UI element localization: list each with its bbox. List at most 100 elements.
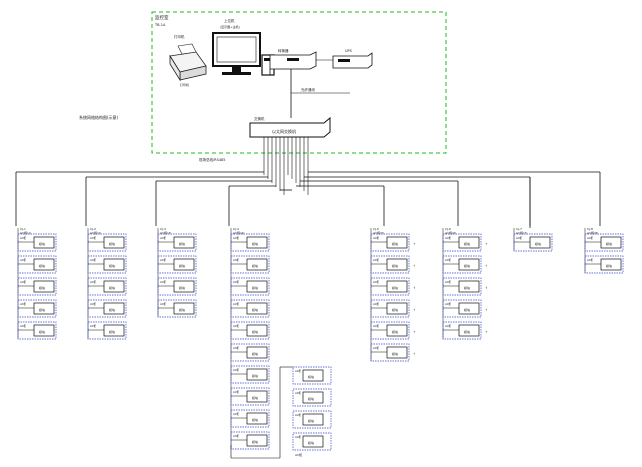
field-module	[513, 233, 553, 252]
switch-icon: 交换机 以太网交换机	[249, 116, 331, 138]
module-box	[33, 258, 55, 271]
column-head-b: AC柜(3)	[160, 230, 171, 235]
row-label: AC柜	[373, 280, 380, 284]
module-label: 模块	[252, 351, 258, 356]
module-label: 模块	[39, 285, 45, 290]
row-tag: ↑	[413, 308, 416, 312]
column-head-a: CJ-2	[90, 227, 96, 231]
field-module	[370, 321, 410, 340]
module-label: 模块	[252, 329, 258, 334]
row-label: AC柜	[445, 236, 452, 240]
module-box	[302, 435, 324, 448]
module-label: 模块	[109, 263, 115, 268]
field-module	[230, 365, 270, 384]
row-label: AC柜	[20, 324, 27, 328]
module-box	[458, 236, 480, 249]
module-label: 模块	[179, 307, 185, 312]
module-box	[246, 346, 268, 359]
module-box	[458, 258, 480, 271]
field-module	[442, 233, 482, 252]
column-head-b: AC柜(4)	[233, 230, 244, 235]
field-module	[17, 255, 57, 274]
module-box	[33, 236, 55, 249]
row-label: AC柜	[233, 280, 240, 284]
field-module	[230, 277, 270, 296]
module-label: 模块	[39, 329, 45, 334]
row-tag: ↑	[413, 264, 416, 268]
field-module	[230, 387, 270, 406]
column-head-a: CJ-1	[20, 227, 26, 231]
switch-main-label: 以太网交换机	[272, 128, 296, 134]
row-tag: ↑	[485, 242, 488, 246]
control-room-label: 监控室	[155, 14, 169, 21]
field-module	[292, 366, 332, 385]
module-label: 模块	[308, 374, 314, 379]
row-label: AC柜	[373, 346, 380, 350]
module-label: 模块	[464, 241, 470, 246]
module-label: 模块	[252, 395, 258, 400]
module-label: 模块	[464, 263, 470, 268]
column-head-a: CJ-6	[445, 227, 451, 231]
module-box	[386, 346, 408, 359]
field-module	[292, 410, 332, 429]
field-module	[230, 343, 270, 362]
row-tag: ↑	[413, 352, 416, 356]
field-network: CJ-1AC柜(1)AC柜模块AC柜模块AC柜模块AC柜模块AC柜模块CJ-2A…	[15, 137, 624, 459]
module-box	[103, 258, 125, 271]
module-box	[386, 280, 408, 293]
field-module	[442, 277, 482, 296]
row-label: AC柜	[373, 258, 380, 262]
control-room-frame	[151, 11, 447, 154]
row-label: AC柜	[233, 346, 240, 350]
module-label: 模块	[109, 307, 115, 312]
row-label: AC柜	[90, 236, 97, 240]
field-module	[442, 321, 482, 340]
module-box	[386, 236, 408, 249]
monitor-sub: (显示器+主机)	[220, 24, 240, 29]
row-label: AC柜	[20, 302, 27, 306]
module-box	[386, 302, 408, 315]
module-box	[458, 324, 480, 337]
module-label: 模块	[179, 263, 185, 268]
module-box	[386, 324, 408, 337]
column-head-b: AC柜(8)	[587, 230, 598, 235]
module-label: 模块	[606, 241, 612, 246]
printer-sub: 打印机	[180, 82, 189, 87]
module-box	[600, 236, 622, 249]
row-label: AC柜	[90, 280, 97, 284]
module-box	[33, 302, 55, 315]
module-box	[529, 236, 551, 249]
row-label: AC柜	[90, 324, 97, 328]
row-label: AC柜	[90, 302, 97, 306]
field-module	[17, 321, 57, 340]
module-box	[173, 302, 195, 315]
field-module	[584, 255, 624, 274]
module-box	[173, 258, 195, 271]
module-box	[246, 390, 268, 403]
converter-icon: 转换器	[269, 48, 317, 75]
row-tag: ↑	[485, 286, 488, 290]
module-box	[246, 324, 268, 337]
field-module	[17, 277, 57, 296]
field-module	[370, 299, 410, 318]
module-label: 模块	[535, 241, 541, 246]
module-box	[103, 324, 125, 337]
module-label: 模块	[252, 373, 258, 378]
module-box	[246, 302, 268, 315]
row-label: AC柜	[445, 258, 452, 262]
field-module	[230, 299, 270, 318]
field-module	[17, 233, 57, 252]
row-tag: ↑	[485, 264, 488, 268]
row-label: AC柜	[233, 434, 240, 438]
field-module	[157, 233, 197, 252]
row-tag: ↑	[413, 286, 416, 290]
field-module	[157, 299, 197, 318]
module-label: 模块	[392, 307, 398, 312]
row-tag: ↑	[485, 308, 488, 312]
field-module	[292, 388, 332, 407]
module-label: 模块	[464, 307, 470, 312]
module-label: 模块	[39, 241, 45, 246]
row-label: AC柜	[445, 280, 452, 284]
column-head-b: AC柜(6)	[445, 230, 456, 235]
